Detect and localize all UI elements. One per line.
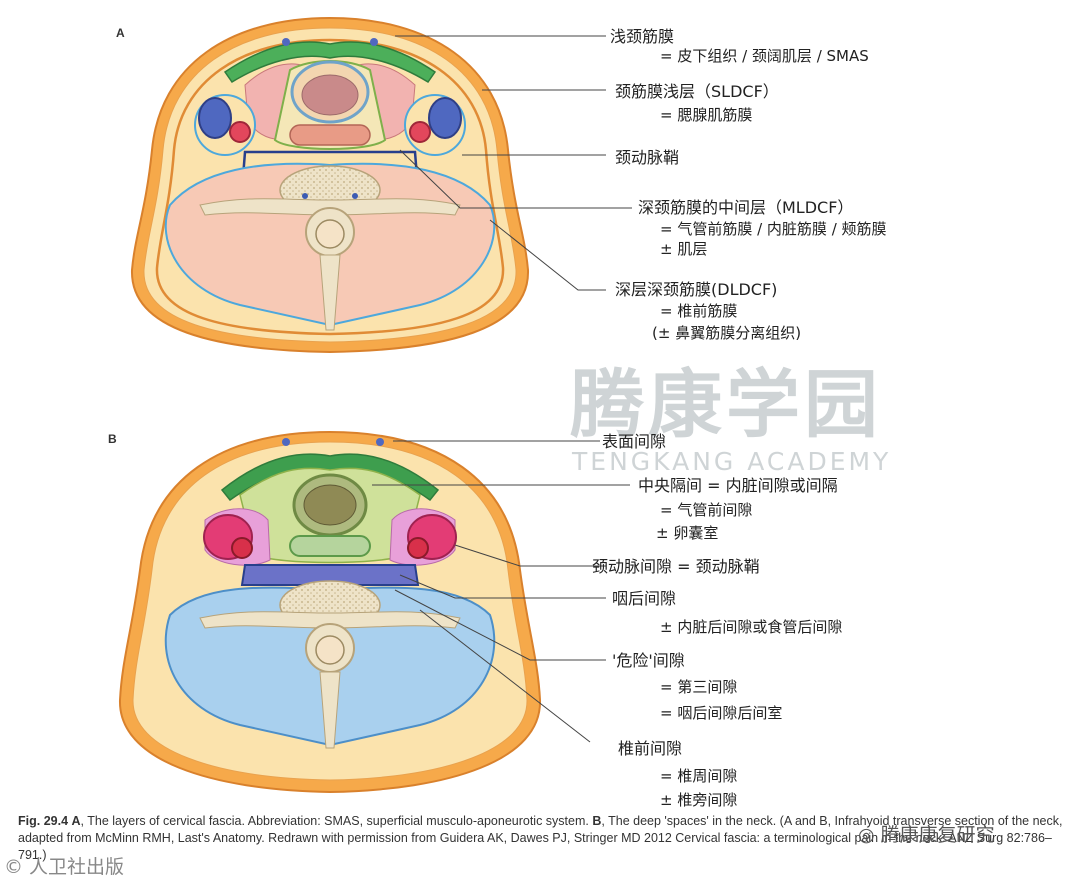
- a-spinal-cord: [316, 220, 344, 248]
- a-jugular-left: [199, 98, 231, 138]
- a-carotid-right: [410, 122, 430, 142]
- a-small-vessel: [282, 38, 290, 46]
- label-pretracheal-space: = 气管前间隙: [660, 500, 752, 520]
- b-esophagus: [290, 536, 370, 556]
- b-small-vessel: [282, 438, 290, 446]
- a-small-vessel: [352, 193, 358, 199]
- label-pretracheal: = 气管前筋膜 / 内脏筋膜 / 颊筋膜: [660, 219, 887, 239]
- label-alar-fascia: (± 鼻翼筋膜分离组织): [652, 323, 801, 343]
- caption-a-letter: A: [72, 814, 81, 828]
- label-superficial-space: 表面间隙: [602, 432, 666, 452]
- panel-a-letter: A: [116, 26, 125, 40]
- label-parotidomasseteric: = 腮腺肌筋膜: [660, 105, 752, 125]
- label-carotid-sheath: 颈动脉鞘: [615, 148, 679, 168]
- label-posterior-retropharyngeal: = 咽后间隙后间室: [660, 703, 782, 723]
- label-danger-space: '危险'间隙: [612, 651, 685, 671]
- panel-b-neck-section: [120, 432, 540, 792]
- watermark-left: © 人卫社出版: [4, 852, 124, 879]
- b-carotid-right: [408, 538, 428, 558]
- panel-a-neck-section: [132, 18, 528, 352]
- a-esophagus: [290, 125, 370, 145]
- a-jugular-right: [429, 98, 461, 138]
- b-spinal-cord: [316, 636, 344, 664]
- a-small-vessel: [370, 38, 378, 46]
- label-smas: = 皮下组织 / 颈阔肌层 / SMAS: [660, 46, 869, 66]
- label-dldcf: 深层深颈筋膜(DLDCF): [615, 280, 777, 300]
- label-perivertebral-space: = 椎周间隙: [660, 766, 737, 786]
- watermark-corner: ◎ 腾康康复研究: [858, 820, 995, 847]
- caption-fig-number: Fig. 29.4: [18, 814, 68, 828]
- label-prevertebral-space: 椎前间隙: [618, 739, 682, 759]
- label-retropharyngeal-space: 咽后间隙: [612, 589, 676, 609]
- label-superficial-cervical-fascia: 浅颈筋膜: [610, 27, 674, 47]
- label-carotid-space: 颈动脉间隙 = 颈动脉鞘: [592, 557, 760, 577]
- b-small-vessel: [376, 438, 384, 446]
- a-trachea-lumen: [302, 75, 358, 115]
- a-carotid-left: [230, 122, 250, 142]
- b-carotid-left: [232, 538, 252, 558]
- label-central-compartment: 中央隔间 = 内脏间隙或间隔: [638, 476, 838, 496]
- label-paravertebral-space: ± 椎旁间隙: [660, 790, 737, 810]
- label-mldcf: 深颈筋膜的中间层（MLDCF）: [638, 198, 853, 218]
- label-retrovisceral-space: ± 内脏后间隙或食管后间隙: [660, 617, 842, 637]
- label-prevertebral-fascia: = 椎前筋膜: [660, 301, 737, 321]
- caption-a-text: , The layers of cervical fascia. Abbrevi…: [81, 814, 589, 828]
- label-ovarian-compartment: ± 卵囊室: [656, 523, 718, 543]
- label-third-space: = 第三间隙: [660, 677, 737, 697]
- panel-b-letter: B: [108, 432, 117, 446]
- a-small-vessel: [302, 193, 308, 199]
- label-muscular-layer: ± 肌层: [660, 239, 707, 259]
- b-trachea-lumen: [304, 485, 356, 525]
- label-sldcf: 颈筋膜浅层（SLDCF）: [615, 82, 779, 102]
